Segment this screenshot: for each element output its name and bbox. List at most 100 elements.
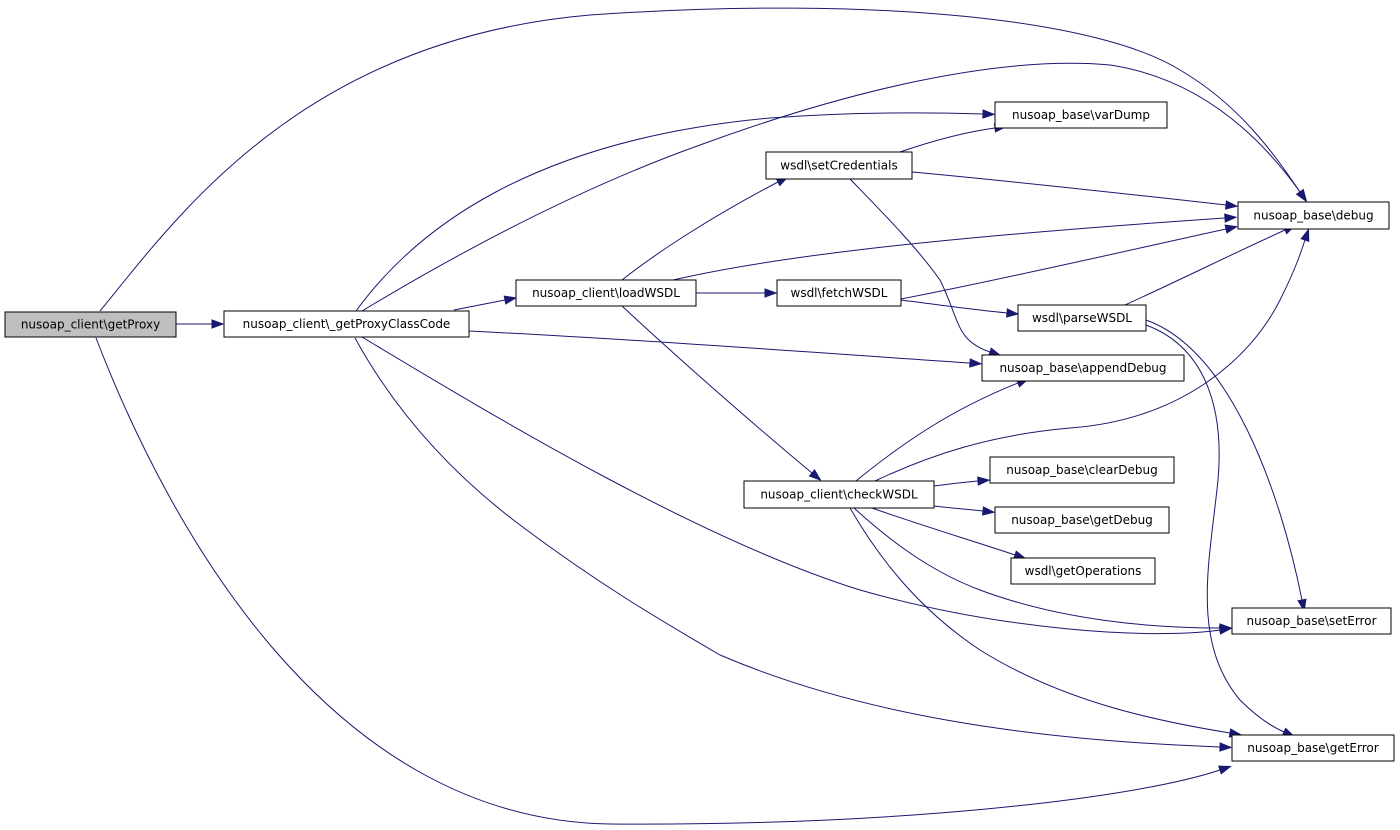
node-label: nusoap_base\getDebug <box>1011 513 1153 527</box>
node-label: wsdl\getOperations <box>1025 564 1142 578</box>
node-box <box>1231 607 1392 635</box>
node-box <box>1010 557 1156 585</box>
arrowhead-icon <box>969 358 983 368</box>
node-label: nusoap_client\getProxy <box>21 318 160 332</box>
edge-line <box>361 62 1301 312</box>
node-parseWSDL[interactable]: wsdl\parseWSDL <box>1017 304 1147 332</box>
node-label: nusoap_client\_getProxyClassCode <box>243 317 451 331</box>
edge-loadWSDL-to-checkWSDL <box>621 305 822 481</box>
edge-setCredentials-to-varDump <box>899 123 1008 153</box>
edge-line <box>871 507 1016 556</box>
edge-line <box>900 299 1008 314</box>
node-setCredentials[interactable]: wsdl\setCredentials <box>765 151 913 180</box>
edge-line <box>355 112 984 312</box>
arrowhead-icon <box>1006 308 1020 318</box>
edge-line <box>672 217 1226 281</box>
edge-getProxy-to-getProxyClassCode <box>176 319 225 329</box>
edge-line <box>361 336 1221 635</box>
node-getError[interactable]: nusoap_base\getError <box>1231 734 1395 762</box>
edge-getProxy-to-debug <box>99 7 1307 312</box>
node-loadWSDL[interactable]: nusoap_client\loadWSDL <box>515 279 697 307</box>
node-label: nusoap_base\appendDebug <box>999 361 1166 375</box>
node-checkWSDL[interactable]: nusoap_client\checkWSDL <box>743 480 935 509</box>
arrowhead-icon <box>808 469 822 481</box>
arrowhead-icon <box>764 288 778 298</box>
edge-line <box>621 305 813 474</box>
edge-line <box>468 330 971 364</box>
edge-checkWSDL-to-clearDebug <box>933 476 991 487</box>
arrowhead-icon <box>981 506 996 516</box>
node-getOperations[interactable]: wsdl\getOperations <box>1010 557 1156 585</box>
edge-line <box>874 239 1306 482</box>
arrowhead-icon <box>1224 213 1238 223</box>
edge-line <box>354 337 1221 748</box>
arrowhead-icon <box>1224 224 1239 234</box>
edge-line <box>933 505 984 512</box>
node-box <box>994 101 1168 129</box>
edge-getProxy-to-getError <box>95 337 1232 825</box>
node-box <box>981 354 1185 382</box>
edge-line <box>933 480 979 487</box>
edge-line <box>900 228 1227 300</box>
edge-checkWSDL-to-getDebug <box>933 505 996 516</box>
nodes-layer: nusoap_client\getProxy nusoap_client\_get… <box>4 101 1395 762</box>
arrowhead-icon <box>1300 228 1310 242</box>
edge-line <box>911 171 1227 206</box>
node-label: nusoap_base\debug <box>1253 209 1373 223</box>
node-label: wsdl\fetchWSDL <box>791 286 888 300</box>
node-box <box>515 279 697 307</box>
edge-line <box>621 181 779 281</box>
edge-line <box>1145 319 1303 601</box>
edge-line <box>849 178 991 353</box>
edge-line <box>849 507 1231 734</box>
edge-line <box>899 127 996 153</box>
arrowhead-icon <box>1219 623 1233 633</box>
node-box <box>776 279 902 307</box>
node-clearDebug[interactable]: nusoap_base\clearDebug <box>989 456 1175 484</box>
node-getDebug[interactable]: nusoap_base\getDebug <box>994 506 1170 534</box>
edge-line <box>1145 324 1285 733</box>
edge-line <box>99 7 1301 312</box>
edge-checkWSDL-to-getError <box>849 507 1243 738</box>
node-label: nusoap_base\getError <box>1247 741 1378 755</box>
edge-parseWSDL-to-debug <box>1124 224 1297 306</box>
edge-setCredentials-to-debug <box>911 171 1239 210</box>
arrowhead-icon <box>503 295 518 305</box>
node-box <box>223 310 470 338</box>
arrowhead-icon <box>1219 742 1233 752</box>
node-fetchWSDL[interactable]: wsdl\fetchWSDL <box>776 279 902 307</box>
node-box <box>4 311 177 338</box>
node-label: nusoap_base\clearDebug <box>1006 463 1158 477</box>
arrowhead-icon <box>1295 188 1308 203</box>
node-appendDebug[interactable]: nusoap_base\appendDebug <box>981 354 1185 382</box>
edge-setCredentials-to-appendDebug <box>849 178 1002 357</box>
node-box <box>994 506 1170 534</box>
node-label: wsdl\setCredentials <box>780 159 897 173</box>
edge-getProxyClassCode-to-loadWSDL <box>453 295 518 311</box>
node-varDump[interactable]: nusoap_base\varDump <box>994 101 1168 129</box>
node-box <box>989 456 1175 484</box>
edge-checkWSDL-to-setError <box>853 507 1233 633</box>
node-getProxyClassCode[interactable]: nusoap_client\_getProxyClassCode <box>223 310 470 338</box>
edge-line <box>453 299 506 311</box>
arrowhead-icon <box>1224 200 1239 210</box>
node-debug[interactable]: nusoap_base\debug <box>1237 201 1390 230</box>
node-box <box>1237 201 1390 230</box>
edge-line <box>855 382 1019 482</box>
edge-fetchWSDL-to-debug <box>900 224 1239 300</box>
node-getProxy[interactable]: nusoap_client\getProxy <box>4 311 177 338</box>
node-label: nusoap_base\varDump <box>1012 108 1150 122</box>
edge-checkWSDL-to-debug <box>874 228 1310 482</box>
arrowhead-icon <box>211 319 225 329</box>
edge-getProxyClassCode-to-debug <box>361 62 1308 312</box>
node-box <box>1017 304 1147 332</box>
node-setError[interactable]: nusoap_base\setError <box>1231 607 1392 635</box>
edge-line <box>1124 229 1286 306</box>
edge-getProxyClassCode-to-varDump <box>355 109 996 312</box>
arrowhead-icon <box>982 109 996 119</box>
node-box <box>765 151 913 180</box>
edge-loadWSDL-to-setCredentials <box>621 176 790 281</box>
edge-line <box>853 507 1221 629</box>
arrowhead-icon <box>977 476 991 486</box>
node-label: nusoap_client\checkWSDL <box>760 488 918 502</box>
